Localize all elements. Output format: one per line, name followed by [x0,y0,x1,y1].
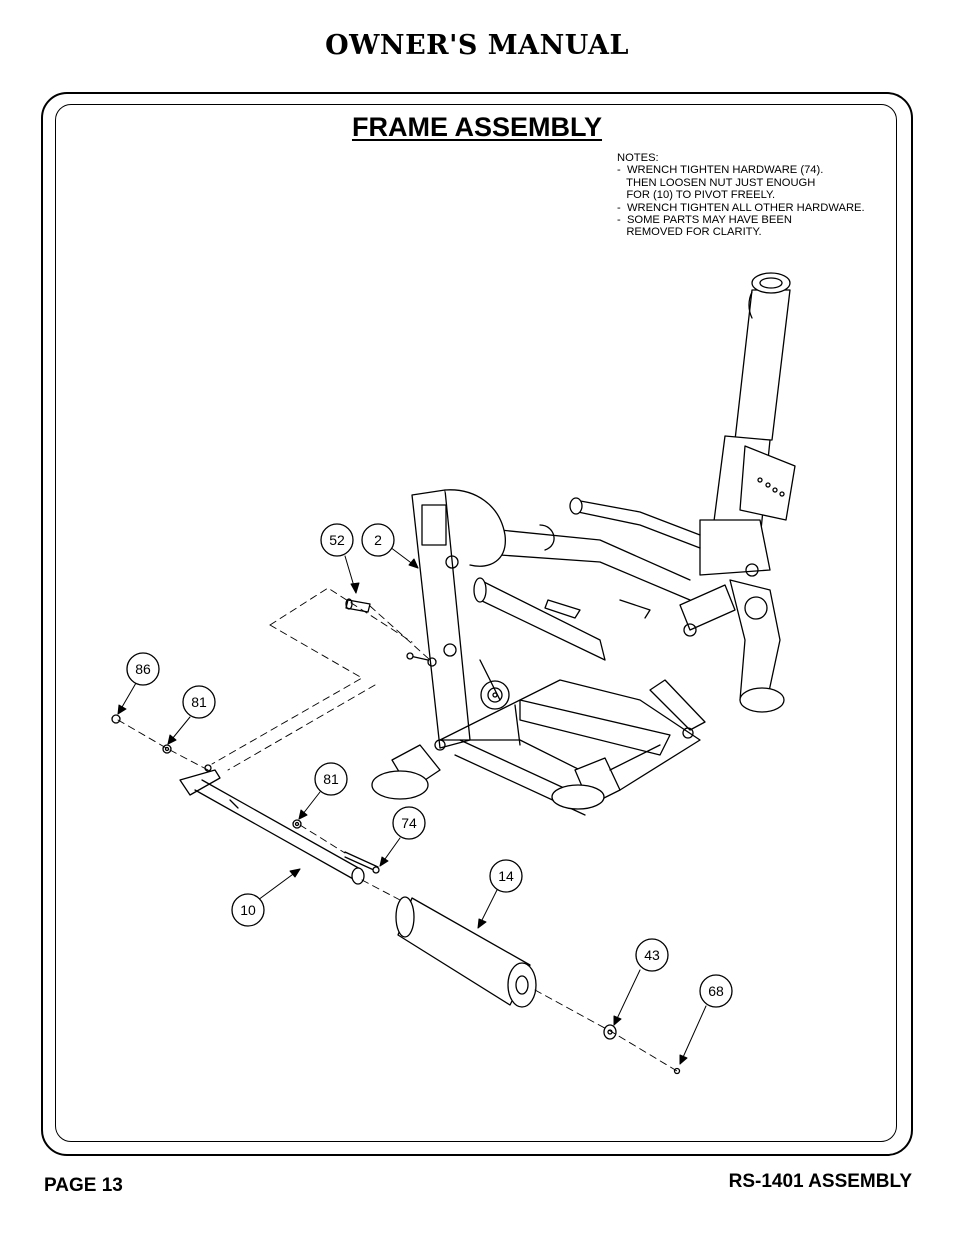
callout-10-label: 10 [240,902,256,918]
manual-title: OWNER'S MANUAL [325,30,629,61]
notes-line: - WRENCH TIGHTEN HARDWARE (74). [617,164,824,177]
callout-14: 14 [489,859,523,893]
notes-line: REMOVED FOR CLARITY. [617,226,762,239]
callout-43: 43 [635,938,669,972]
notes-line: - SOME PARTS MAY HAVE BEEN [617,214,792,227]
section-title: FRAME ASSEMBLY [351,112,603,142]
machine-frame [371,272,796,816]
callout-leaders [117,546,707,1065]
callout-68-label: 68 [708,983,724,999]
assembly-center-lines [117,587,678,1072]
notes-heading: NOTES: [617,152,659,164]
callout-10: 10 [231,893,265,927]
notes-line: FOR (10) TO PIVOT FREELY. [617,189,776,202]
page-number: PAGE 13 [44,1175,123,1196]
callout-14-label: 14 [498,868,514,884]
callout-52-label: 52 [329,532,345,548]
model-assembly-label: RS-1401 ASSEMBLY [728,1171,912,1192]
exploded-parts [111,598,681,1075]
page-frame-inner [55,104,897,1142]
assembly-notes: NOTES:- WRENCH TIGHTEN HARDWARE (74). TH… [617,152,865,239]
section-title-wrap: FRAME ASSEMBLY [0,112,954,143]
callout-86-label: 86 [135,661,151,677]
callout-74: 74 [392,806,426,840]
callout-2: 2 [361,523,395,557]
notes-line: - WRENCH TIGHTEN ALL OTHER HARDWARE. [617,201,865,214]
callout-86: 86 [126,652,160,686]
notes-line: THEN LOOSEN NUT JUST ENOUGH [617,176,816,189]
callout-81-upper: 81 [182,685,216,719]
callout-52: 52 [320,523,354,557]
callout-balloons: 52 2 86 81 81 74 14 10 [126,523,733,1008]
callout-68: 68 [699,974,733,1008]
callout-43-label: 43 [644,947,660,963]
callout-81-lower: 81 [314,762,348,796]
callout-81-upper-label: 81 [191,694,207,710]
page-frame-outer [41,92,913,1156]
callout-81-lower-label: 81 [323,771,339,787]
callout-2-label: 2 [374,532,382,548]
callout-74-label: 74 [401,815,417,831]
